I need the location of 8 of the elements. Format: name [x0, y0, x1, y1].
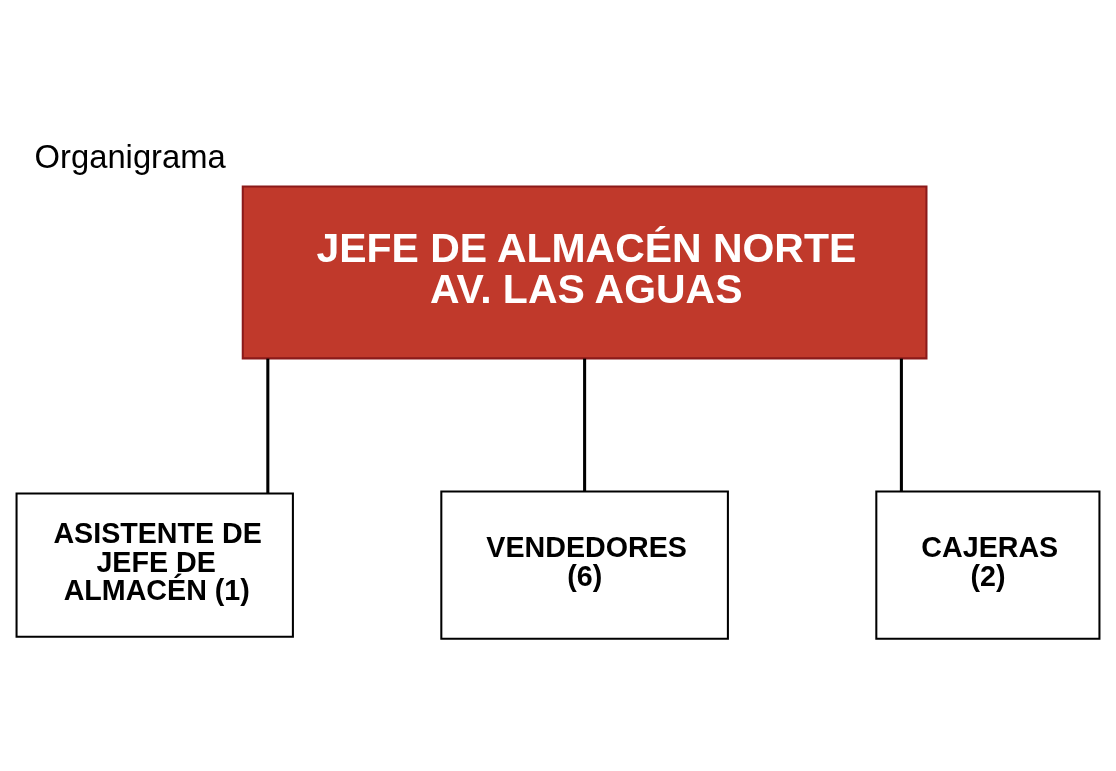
node-box: VENDEDORES (6) — [440, 489, 729, 640]
diagram-title: Organigrama — [34, 137, 226, 175]
node-box: CAJERAS (2) — [875, 489, 1101, 640]
connector — [266, 358, 270, 493]
node-box: JEFE DE ALMACÉN NORTE AV. LAS AGUAS — [241, 184, 928, 359]
node-box: ASISTENTE DE JEFE DE ALMACÉN (1) — [15, 491, 294, 638]
connector — [899, 358, 903, 491]
connector — [583, 358, 587, 491]
